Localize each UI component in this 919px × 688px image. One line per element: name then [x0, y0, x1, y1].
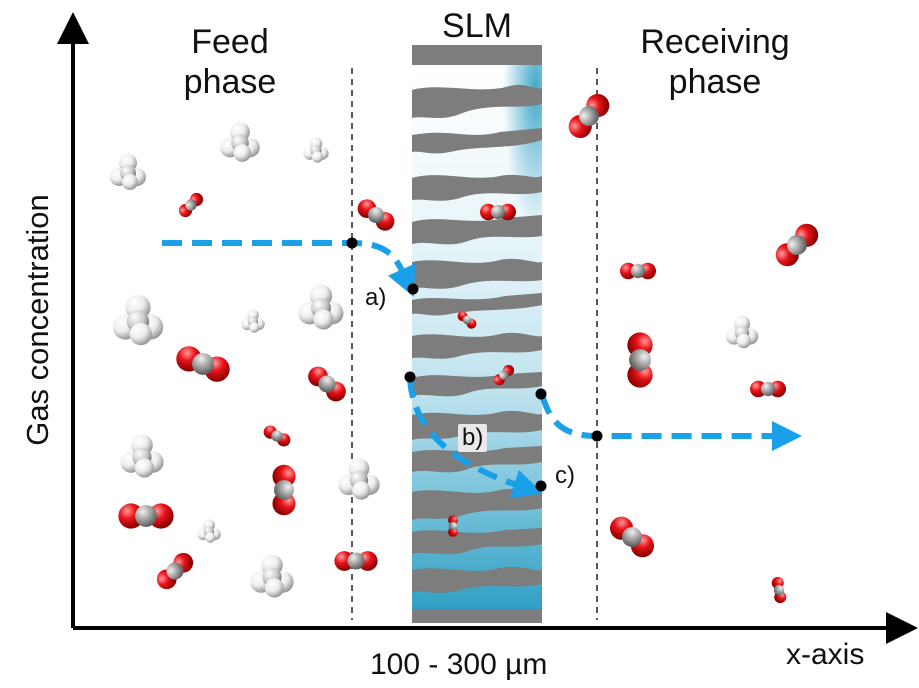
point-c — [535, 480, 547, 492]
receiving-phase-label-line2: phase — [668, 63, 762, 101]
step-a-label: a) — [365, 284, 387, 311]
co2-molecule — [152, 548, 198, 594]
slm-label: SLM — [442, 7, 512, 45]
co2-molecule — [261, 423, 293, 449]
co2-molecule — [620, 262, 656, 280]
co2-molecule — [480, 203, 516, 221]
step-c-label: c) — [555, 462, 575, 489]
methane-molecule — [241, 309, 265, 333]
point-c-start — [535, 388, 547, 400]
co2-molecule — [334, 551, 378, 571]
receiving-phase-label-line1: Receiving — [640, 23, 790, 61]
membrane-bottom-cap — [412, 609, 542, 623]
arrow-to-receiving — [539, 394, 802, 451]
point-receiving-interface — [591, 430, 603, 442]
methane-molecule — [250, 554, 294, 598]
methane-molecule — [110, 154, 146, 190]
co2-molecule — [353, 195, 399, 235]
feed-phase-molecules — [110, 122, 399, 598]
x-axis-label: x-axis — [786, 638, 865, 671]
receiving-phase-molecules — [563, 89, 823, 605]
point-feed-interface — [346, 237, 358, 249]
co2-molecule — [304, 362, 350, 406]
arrow-feed-to-membrane — [162, 240, 416, 297]
co2-molecule — [605, 511, 659, 563]
co2-molecule — [172, 342, 234, 386]
slm-membrane — [412, 45, 542, 623]
feed-phase-label-line1: Feed — [191, 23, 269, 61]
arrow-through-membrane — [407, 377, 543, 499]
methane-molecule — [338, 458, 380, 500]
co2-molecule — [627, 332, 653, 388]
feed-phase-label-line2: phase — [183, 63, 277, 101]
point-b-start — [404, 371, 416, 383]
co2-molecule — [770, 575, 788, 605]
methane-molecule — [197, 519, 221, 543]
methane-molecule — [120, 434, 164, 478]
interface-points — [346, 237, 603, 492]
receiving-phase-label: Receiving phase — [630, 22, 800, 102]
co2-molecule — [118, 503, 174, 529]
step-b-label: b) — [458, 424, 488, 452]
axes — [57, 12, 918, 644]
co2-molecule — [176, 190, 206, 220]
co2-molecule — [272, 464, 296, 516]
y-axis-label: Gas concentration — [20, 194, 55, 446]
co2-molecule — [771, 219, 823, 271]
point-a — [407, 283, 419, 295]
feed-phase-label: Feed phase — [170, 22, 290, 102]
methane-molecule — [112, 294, 164, 346]
membrane-thickness-label: 100 - 300 µm — [370, 648, 548, 681]
methane-molecule — [303, 137, 329, 163]
membrane-pores — [412, 84, 542, 593]
methane-molecule — [725, 315, 759, 349]
membrane-top-cap — [412, 45, 542, 65]
methane-molecule — [220, 122, 260, 162]
co2-molecule — [563, 89, 615, 143]
co2-molecule — [750, 380, 786, 398]
co2-molecule — [448, 515, 458, 537]
methane-molecule — [298, 284, 344, 330]
